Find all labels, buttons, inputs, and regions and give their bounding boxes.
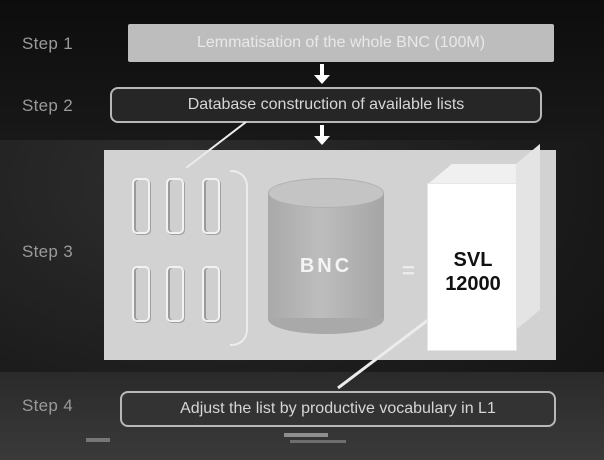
step2-box: Database construction of available lists bbox=[110, 87, 542, 123]
logo-mark bbox=[284, 430, 354, 448]
bnc-label: BNC bbox=[299, 255, 353, 277]
step1-box: Lemmatisation of the whole BNC (100M) bbox=[128, 24, 554, 62]
footer-mark bbox=[86, 436, 112, 446]
svl-label: SVL 12000 bbox=[428, 248, 518, 296]
step4-box: Adjust the list by productive vocabulary… bbox=[120, 391, 556, 427]
step1-label: Step 1 bbox=[22, 34, 73, 53]
step3-label: Step 3 bbox=[22, 242, 73, 261]
step2-connector bbox=[185, 121, 247, 169]
equals-sign: = bbox=[402, 258, 415, 283]
step4-label: Step 4 bbox=[22, 396, 73, 415]
svl-label-line2: 12000 bbox=[445, 273, 501, 295]
brace-icon bbox=[230, 170, 248, 346]
step2-label: Step 2 bbox=[22, 96, 73, 115]
step4-connector bbox=[337, 306, 445, 390]
svl-label-line1: SVL bbox=[453, 249, 493, 271]
